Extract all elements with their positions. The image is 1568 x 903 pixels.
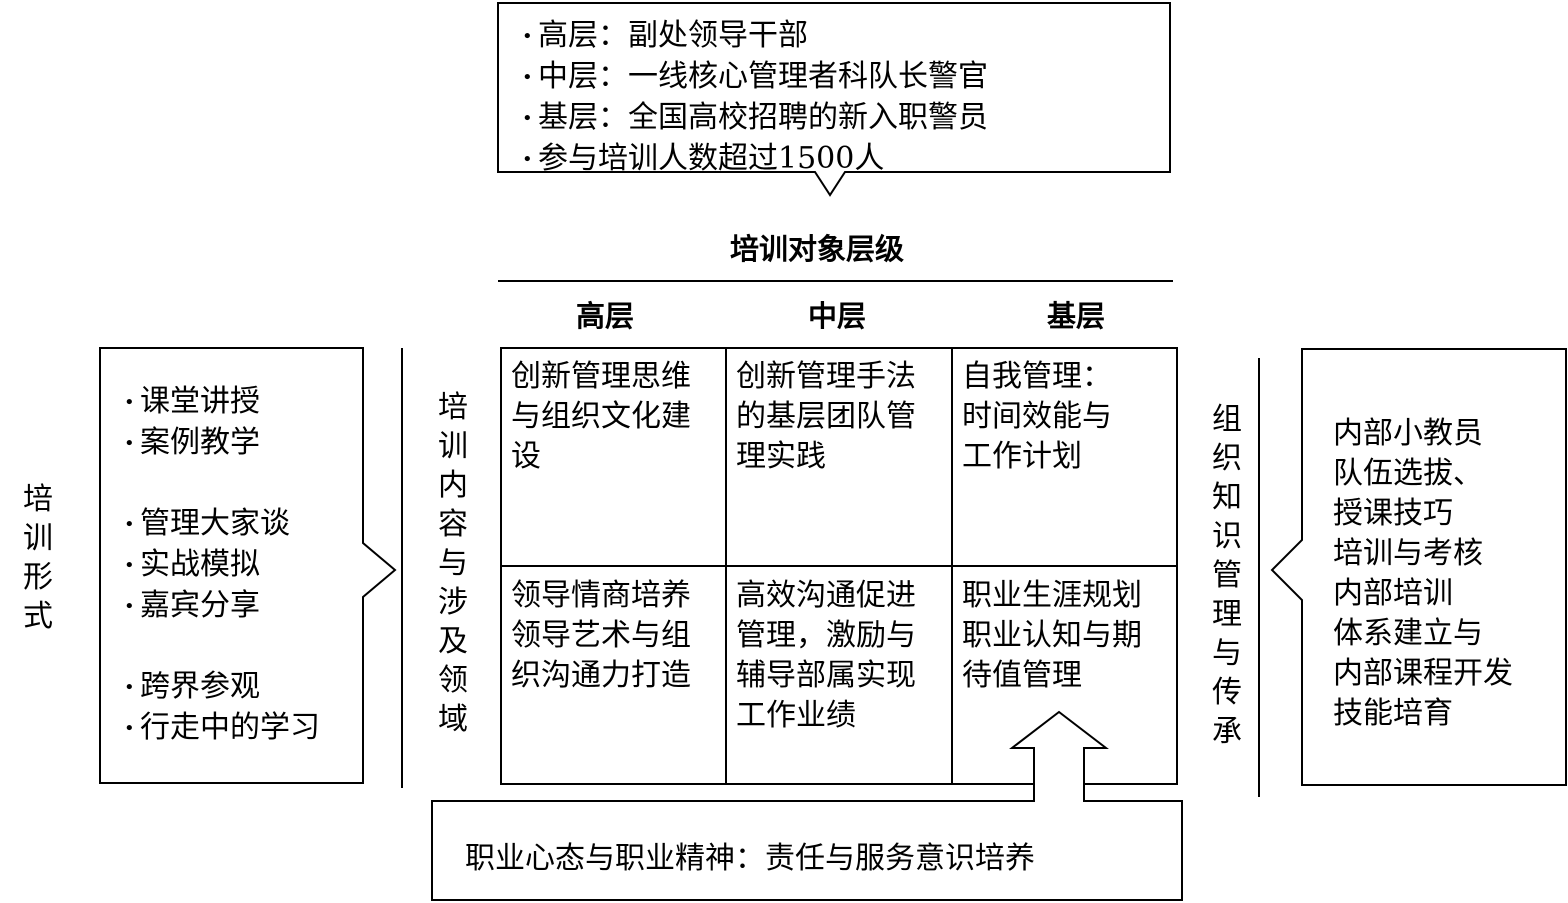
- knowledge-management-list: 内部小教员 队伍选拔、 授课技巧 培训与考核 内部培训 体系建立与 内部课程开发…: [1333, 414, 1513, 734]
- knowledge-item: 体系建立与: [1333, 616, 1483, 651]
- left-callout-shape: [99, 347, 397, 784]
- grid-cell-senior-2: 领导情商培养 领导艺术与组织沟通力打造: [511, 576, 716, 696]
- professional-attitude-text: 职业心态与职业精神：责任与服务意识培养: [465, 841, 1035, 876]
- column-header-senior: 高层: [576, 299, 635, 333]
- training-format-label: 培训形式: [23, 482, 53, 634]
- column-header-middle: 中层: [808, 299, 867, 333]
- grid-cell-senior-1: 创新管理思维与组织文化建设: [511, 359, 691, 474]
- knowledge-item: 内部小教员: [1333, 416, 1483, 451]
- callout-line-junior: 基层：全国高校招聘的新入职警员: [522, 98, 988, 139]
- column-header-junior: 基层: [1047, 299, 1106, 333]
- format-item: 实战模拟: [124, 545, 320, 586]
- knowledge-item: 队伍选拔、: [1333, 456, 1483, 491]
- format-item: 管理大家谈: [124, 504, 320, 545]
- grid-cell-junior-2: 职业生涯规划 职业认知与期待值管理: [962, 576, 1167, 696]
- knowledge-management-label: 组织知识管理与传承: [1212, 402, 1242, 749]
- right-callout-shape: [1270, 348, 1567, 786]
- knowledge-item: 内部培训: [1333, 576, 1453, 611]
- callout-line-middle: 中层：一线核心管理者科队长警官: [522, 57, 988, 98]
- callout-line-senior: 高层：副处领导干部: [522, 16, 988, 57]
- grid-cell-senior-2-line-2: 领导艺术与组织沟通力打造: [511, 618, 691, 693]
- grid-cell-middle-1: 创新管理手法的基层团队管理实践: [736, 359, 916, 474]
- knowledge-item: 内部课程开发: [1333, 656, 1513, 691]
- format-item: 跨界参观: [124, 667, 320, 708]
- grid-cell-junior-2-line-1: 职业生涯规划: [962, 578, 1142, 613]
- grid-cell-senior-2-line-1: 领导情商培养: [511, 578, 691, 613]
- grid-cell-junior-1: 自我管理：时间效能与工作计划: [962, 359, 1112, 474]
- bottom-arrow-box-shape: [431, 710, 1183, 901]
- list-gap: [124, 627, 320, 667]
- top-callout: 高层：副处领导干部 中层：一线核心管理者科队长警官 基层：全国高校招聘的新入职警…: [522, 16, 988, 180]
- format-item: 行走中的学习: [124, 708, 320, 749]
- format-item: 嘉宾分享: [124, 586, 320, 627]
- levels-title: 培训对象层级: [730, 232, 905, 266]
- callout-line-participants: 参与培训人数超过1500人: [522, 139, 988, 180]
- knowledge-item: 技能培育: [1333, 696, 1453, 731]
- grid-cell-junior-2-line-2: 职业认知与期待值管理: [962, 618, 1142, 693]
- format-item: 案例教学: [124, 423, 320, 464]
- training-format-list: 课堂讲授 案例教学 管理大家谈 实战模拟 嘉宾分享 跨界参观 行走中的学习: [124, 382, 320, 749]
- format-item: 课堂讲授: [124, 382, 320, 423]
- list-gap: [124, 464, 320, 504]
- knowledge-item: 培训与考核: [1333, 536, 1483, 571]
- training-content-label: 培训内容与涉及领域: [438, 390, 468, 737]
- knowledge-item: 授课技巧: [1333, 496, 1453, 531]
- grid-cell-middle-2: 高效沟通促进管理，激励与辅导部属实现工作业绩: [736, 578, 916, 733]
